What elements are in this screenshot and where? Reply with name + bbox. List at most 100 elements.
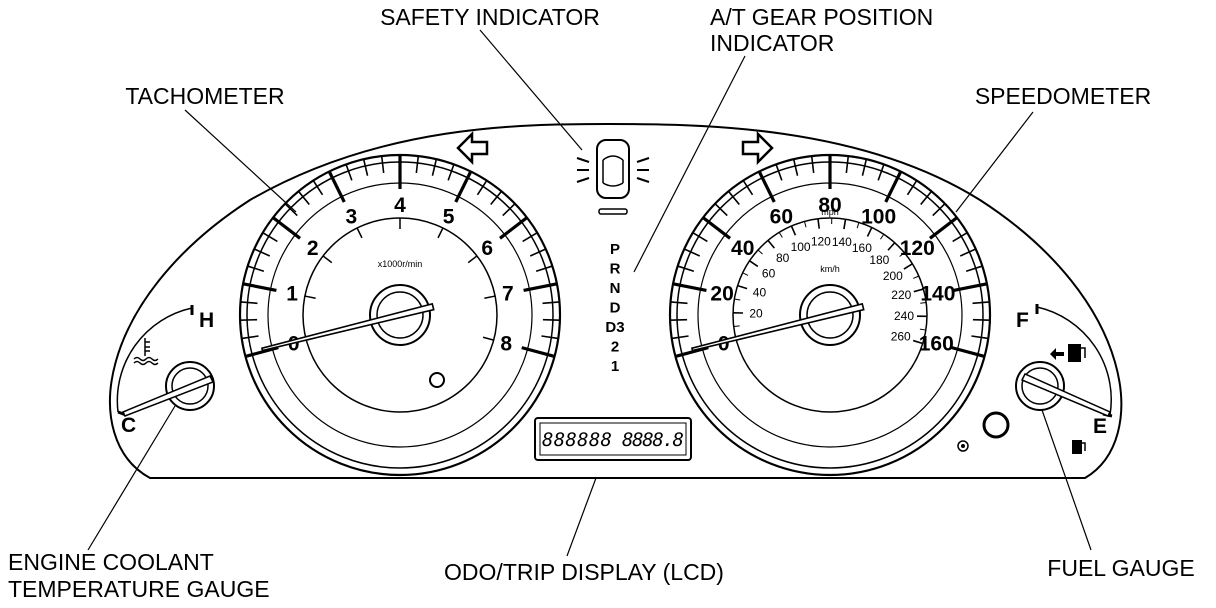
minor-tick bbox=[877, 164, 885, 181]
kmh-tick bbox=[757, 249, 763, 255]
gear-1: 1 bbox=[611, 358, 619, 375]
minor-tick bbox=[792, 158, 799, 176]
inner-tick bbox=[356, 227, 363, 239]
inner-tick bbox=[467, 255, 478, 264]
minor-tick bbox=[241, 335, 259, 340]
tachometer-number: 5 bbox=[443, 205, 455, 228]
kmh-tick bbox=[903, 263, 913, 270]
safety-car-icon bbox=[576, 139, 650, 215]
minor-tick bbox=[670, 318, 688, 322]
minor-tick bbox=[692, 232, 708, 243]
tachometer-number: 3 bbox=[346, 205, 358, 228]
speedometer-mph-number: 80 bbox=[818, 194, 841, 217]
coolant-temperature-icon bbox=[133, 338, 159, 366]
tachometer-indicator-lamp bbox=[429, 372, 445, 388]
minor-tick bbox=[502, 203, 516, 217]
minor-tick bbox=[253, 248, 271, 257]
speedometer-mph-number: 160 bbox=[919, 332, 954, 355]
gear-d3: D3 bbox=[605, 319, 624, 336]
minor-tick bbox=[476, 180, 488, 196]
label-coolant-line1: ENGINE COOLANT bbox=[8, 549, 214, 575]
kmh-tick bbox=[887, 242, 896, 251]
minor-tick bbox=[670, 301, 688, 305]
minor-tick bbox=[714, 203, 728, 217]
minor-tick bbox=[362, 158, 369, 176]
label-gear-position-line2: INDICATOR bbox=[710, 30, 834, 56]
gear-n: N bbox=[610, 280, 621, 297]
major-tick bbox=[327, 170, 346, 203]
kmh-tick bbox=[919, 328, 926, 331]
fuel-full-label: F bbox=[1016, 309, 1029, 332]
lcd-trip: 8888.8 bbox=[622, 429, 684, 451]
minor-tick bbox=[861, 158, 868, 176]
speedometer-kmh-number: 140 bbox=[832, 235, 852, 249]
kmh-tick bbox=[734, 298, 741, 301]
major-tick bbox=[454, 170, 473, 203]
tachometer-number: 6 bbox=[481, 237, 493, 260]
kmh-tick bbox=[817, 218, 821, 229]
gear-r: R bbox=[610, 261, 621, 278]
speedometer-kmh-number: 220 bbox=[891, 288, 911, 302]
minor-tick bbox=[262, 232, 278, 243]
inner-tick bbox=[437, 227, 444, 239]
gear-d: D bbox=[610, 300, 621, 317]
tachometer-number: 0 bbox=[288, 332, 300, 355]
tachometer-number: 2 bbox=[307, 237, 319, 260]
minor-tick bbox=[845, 155, 850, 174]
speedometer-kmh-number: 40 bbox=[753, 286, 767, 300]
kmh-tick bbox=[899, 252, 905, 257]
minor-tick bbox=[742, 180, 754, 196]
major-tick bbox=[498, 216, 528, 240]
tachometer-unit-label: x1000r/min bbox=[378, 259, 423, 269]
speedometer-mph-number: 140 bbox=[920, 283, 955, 306]
minor-tick bbox=[240, 301, 258, 305]
kmh-tick bbox=[737, 284, 748, 290]
minor-tick bbox=[345, 164, 353, 181]
speedometer-mph-number: 60 bbox=[770, 205, 793, 228]
minor-tick bbox=[920, 190, 933, 205]
lcd-odometer: 888888 bbox=[542, 429, 612, 451]
major-tick bbox=[672, 282, 707, 292]
kmh-tick bbox=[733, 325, 740, 328]
kmh-tick bbox=[913, 288, 924, 293]
speedometer-ticks bbox=[670, 155, 990, 358]
minor-tick bbox=[683, 248, 701, 257]
fuel-filler-icon bbox=[1072, 440, 1086, 454]
minor-tick bbox=[965, 265, 983, 273]
minor-tick bbox=[671, 335, 689, 340]
speedometer-kmh-number: 240 bbox=[894, 309, 914, 323]
inner-tick bbox=[484, 295, 496, 299]
tachometer-number: 1 bbox=[286, 283, 298, 306]
fuel-empty-label: E bbox=[1093, 415, 1107, 438]
engine-coolant-temperature-gauge: H C bbox=[116, 305, 215, 437]
minor-tick bbox=[247, 265, 265, 273]
tachometer-number: 4 bbox=[394, 194, 406, 217]
major-tick bbox=[953, 282, 988, 292]
coolant-needle bbox=[121, 375, 215, 417]
minor-tick bbox=[240, 318, 258, 322]
major-tick bbox=[675, 346, 709, 358]
minor-tick bbox=[284, 203, 298, 217]
fuel-pump-icon bbox=[1050, 344, 1086, 362]
speedometer-mph-number: 0 bbox=[718, 332, 730, 355]
kmh-tick bbox=[843, 219, 847, 230]
major-tick bbox=[521, 346, 555, 358]
major-tick bbox=[951, 346, 985, 358]
label-coolant-line2: TEMPERATURE GAUGE bbox=[8, 576, 270, 602]
kmh-tick bbox=[866, 227, 873, 237]
speedometer-kmh-number: 180 bbox=[869, 253, 889, 267]
minor-tick bbox=[431, 158, 438, 176]
kmh-tick bbox=[742, 272, 749, 276]
speedometer-kmh-number: 100 bbox=[791, 240, 811, 254]
speedometer-mph-number: 20 bbox=[710, 283, 733, 306]
minor-tick bbox=[775, 164, 783, 181]
kmh-tick bbox=[880, 233, 885, 240]
kmh-tick bbox=[856, 222, 860, 229]
minor-tick bbox=[972, 301, 990, 305]
minor-tick bbox=[312, 180, 324, 196]
